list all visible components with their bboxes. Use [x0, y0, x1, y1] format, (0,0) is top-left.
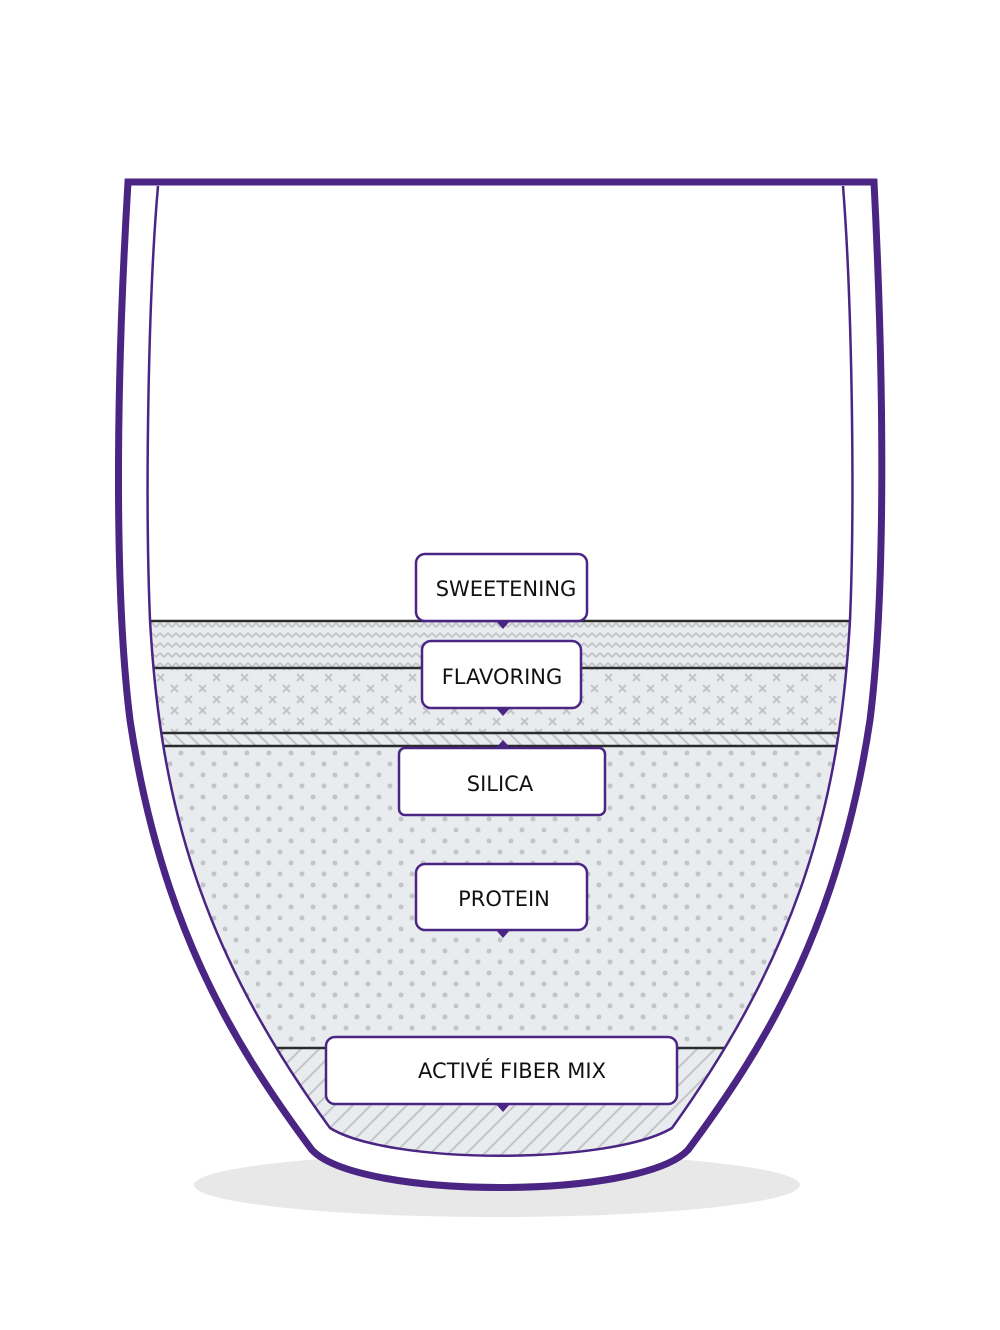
label-text: FLAVORING	[442, 665, 563, 689]
label-text: SWEETENING	[436, 577, 577, 601]
label-text: ACTIVÉ FIBER MIX	[418, 1058, 606, 1083]
label-sweetening: SWEETENING	[414, 552, 589, 629]
label-protein: PROTEIN	[414, 862, 589, 938]
label-silica: SILICA	[397, 740, 607, 817]
cup-inner-wall	[146, 185, 854, 1157]
label-flavoring: FLAVORING	[420, 639, 583, 716]
layer-silica	[147, 733, 853, 746]
label-active-fiber-mix: ACTIVÉ FIBER MIX	[324, 1035, 679, 1112]
label-text: SILICA	[467, 772, 534, 796]
label-text: PROTEIN	[458, 887, 550, 911]
